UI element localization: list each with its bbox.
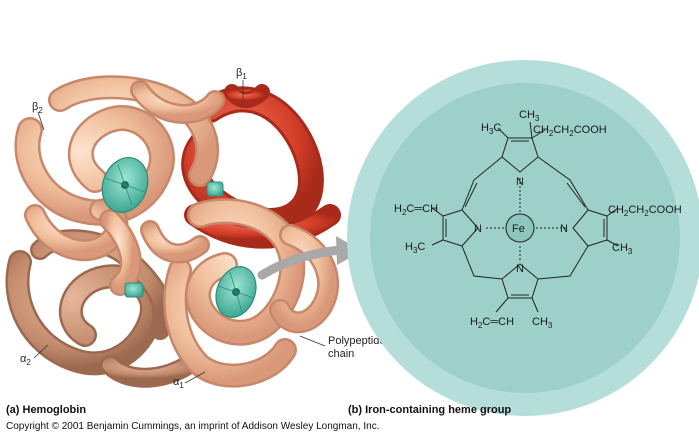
substituent-ch3-right: CH3 <box>612 242 633 256</box>
heme-labels: Fe N N N N H3C CH3 CH2CH2COOH CH2CH2COOH… <box>394 109 682 330</box>
substituent-ch3-bottom: CH3 <box>532 316 553 330</box>
heme-disc-alpha1 <box>215 266 257 318</box>
n-atom-top: N <box>516 176 524 188</box>
substituent-propionate-top: CH2CH2COOH <box>533 124 607 138</box>
substituent-vinyl-bottom: H2C═CH <box>470 316 514 330</box>
heme-edge-beta1 <box>206 181 224 197</box>
substituent-ch3-top: CH3 <box>519 109 540 123</box>
polypeptide-label-line2: chain <box>328 348 354 360</box>
beta2-subunit <box>14 75 225 296</box>
heme-disc-beta2 <box>101 157 149 213</box>
alpha1-subunit <box>140 198 340 388</box>
substituent-h3c-left: H3C <box>405 241 425 255</box>
substituent-propionate-right: CH2CH2COOH <box>608 204 682 218</box>
heme-structure <box>431 121 619 313</box>
polypeptide-label: Polypeptide <box>328 335 386 347</box>
label-leader-lines <box>33 80 326 384</box>
caption-heme-group: (b) Iron-containing heme group <box>348 404 512 416</box>
substituent-h3c-top: H3C <box>481 122 501 136</box>
n-atom-right: N <box>560 223 568 235</box>
hemoglobin-molecule <box>5 75 341 388</box>
n-atom-left: N <box>474 223 482 235</box>
alpha2-label: α2 <box>20 353 31 367</box>
caption-hemoglobin: (a) Hemoglobin <box>6 404 87 416</box>
beta2-label: β2 <box>32 101 43 115</box>
alpha1-label: α1 <box>173 376 184 390</box>
substituent-vinyl-left: H2C═CH <box>394 203 438 217</box>
beta1-label: β1 <box>236 67 247 81</box>
heme-edge-alpha2 <box>124 282 144 298</box>
n-atom-bottom: N <box>516 263 524 275</box>
copyright-text: Copyright © 2001 Benjamin Cummings, an i… <box>6 421 380 432</box>
fe-atom: Fe <box>512 223 525 235</box>
